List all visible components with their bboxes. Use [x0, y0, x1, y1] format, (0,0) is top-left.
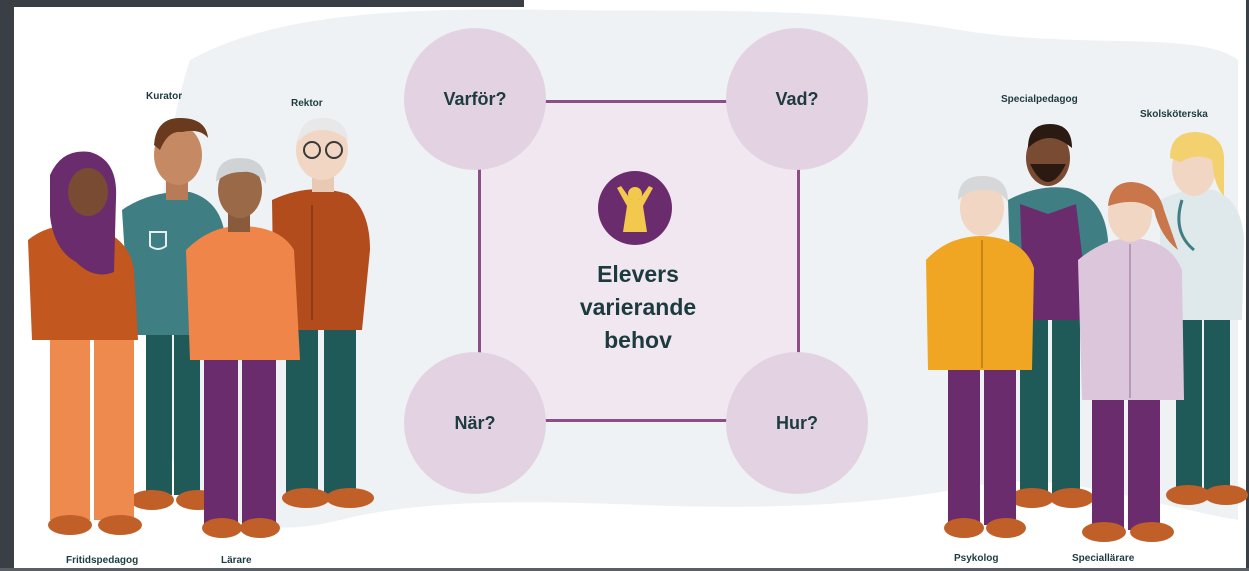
frame-right-bar: [1246, 0, 1249, 571]
role-label-psykolog: Psykolog: [954, 553, 999, 564]
center-square: [478, 100, 800, 422]
person-fritidspedagog: [28, 151, 142, 535]
person-rektor: [272, 118, 374, 508]
center-title-line-2: varierande: [579, 294, 697, 320]
person-larare: [186, 158, 300, 538]
question-vad: Vad?: [726, 28, 868, 170]
frame-top-bar: [14, 0, 524, 7]
question-hur-label: Hur?: [776, 412, 818, 433]
question-nar: När?: [404, 352, 546, 494]
left-staff-group: [28, 118, 374, 538]
question-varfor: Varför?: [404, 28, 546, 170]
question-varfor-label: Varför?: [443, 88, 507, 109]
question-vad-label: Vad?: [775, 88, 819, 109]
right-staff-group: [926, 124, 1248, 542]
role-label-specialpedagog: Specialpedagog: [1001, 94, 1078, 105]
person-psykolog: [926, 176, 1034, 538]
person-speciallarare: [1078, 182, 1184, 542]
center-title-line-3: behov: [604, 327, 672, 353]
person-kurator: [122, 118, 224, 510]
role-label-rektor: Rektor: [291, 98, 323, 109]
question-nar-label: När?: [454, 412, 496, 433]
frame-left-bar: [0, 0, 14, 571]
role-label-larare: Lärare: [221, 555, 252, 566]
role-label-fritidspedagog: Fritidspedagog: [66, 555, 139, 566]
role-label-kurator: Kurator: [146, 91, 183, 102]
role-label-speciallarare: Speciallärare: [1072, 553, 1135, 564]
center-title-line-1: Elevers: [597, 261, 679, 287]
child-raising-arms-icon: [598, 171, 672, 245]
frame-bottom-bar: [0, 568, 1249, 571]
question-hur: Hur?: [726, 352, 868, 494]
role-label-skolskoterska: Skolsköterska: [1140, 109, 1208, 120]
center-title: Elevers varierande behov: [548, 258, 728, 357]
